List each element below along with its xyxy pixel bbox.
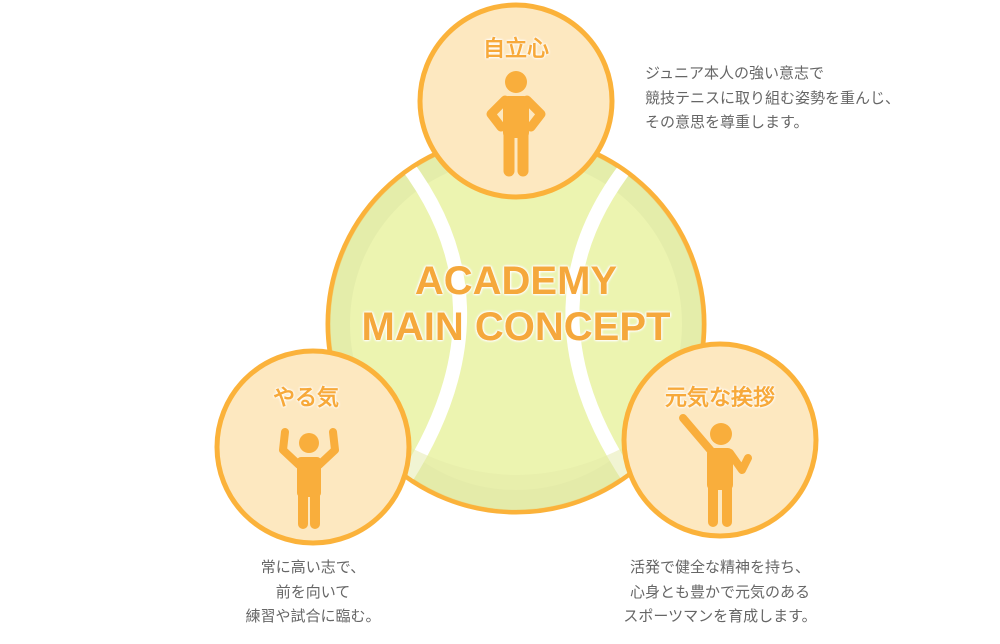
title-greeting: 元気な挨拶	[664, 386, 775, 411]
circle-right	[621, 341, 819, 539]
concept-line-2: MAIN CONCEPT	[361, 305, 671, 349]
title-independence: 自立心	[482, 37, 549, 62]
person-hands-on-hips-icon	[486, 71, 546, 177]
person-arms-raised-icon	[279, 428, 339, 529]
desc-line: 心身とも豊かで元気のある	[629, 582, 810, 601]
desc-line: 活発で健全な精神を持ち、	[629, 558, 810, 576]
circle-left	[214, 348, 412, 546]
concept-line-1: ACADEMY	[414, 259, 618, 303]
circle-top	[417, 2, 615, 200]
desc-line: 競技テニスに取り組む姿勢を重んじ、	[645, 88, 901, 107]
person-waving-icon	[679, 414, 752, 527]
desc-line: スポーツマンを育成します。	[623, 607, 817, 625]
desc-motivation: 常に高い志で、 前を向いて 練習や試合に臨む。	[163, 555, 463, 629]
desc-line: ジュニア本人の強い意志で	[645, 64, 824, 82]
desc-line: 練習や試合に臨む。	[245, 607, 381, 625]
desc-line: その意思を尊重します。	[645, 113, 809, 131]
tennis-ball	[325, 133, 707, 515]
main-concept-title: ACADEMY MAIN CONCEPT	[316, 258, 716, 350]
desc-independence: ジュニア本人の強い意志で 競技テニスに取り組む姿勢を重んじ、 その意思を尊重しま…	[645, 61, 900, 135]
title-motivation: やる気	[272, 386, 339, 411]
desc-line: 常に高い志で、	[260, 558, 366, 576]
desc-greeting: 活発で健全な精神を持ち、 心身とも豊かで元気のある スポーツマンを育成します。	[570, 555, 870, 629]
desc-line: 前を向いて	[275, 582, 351, 601]
